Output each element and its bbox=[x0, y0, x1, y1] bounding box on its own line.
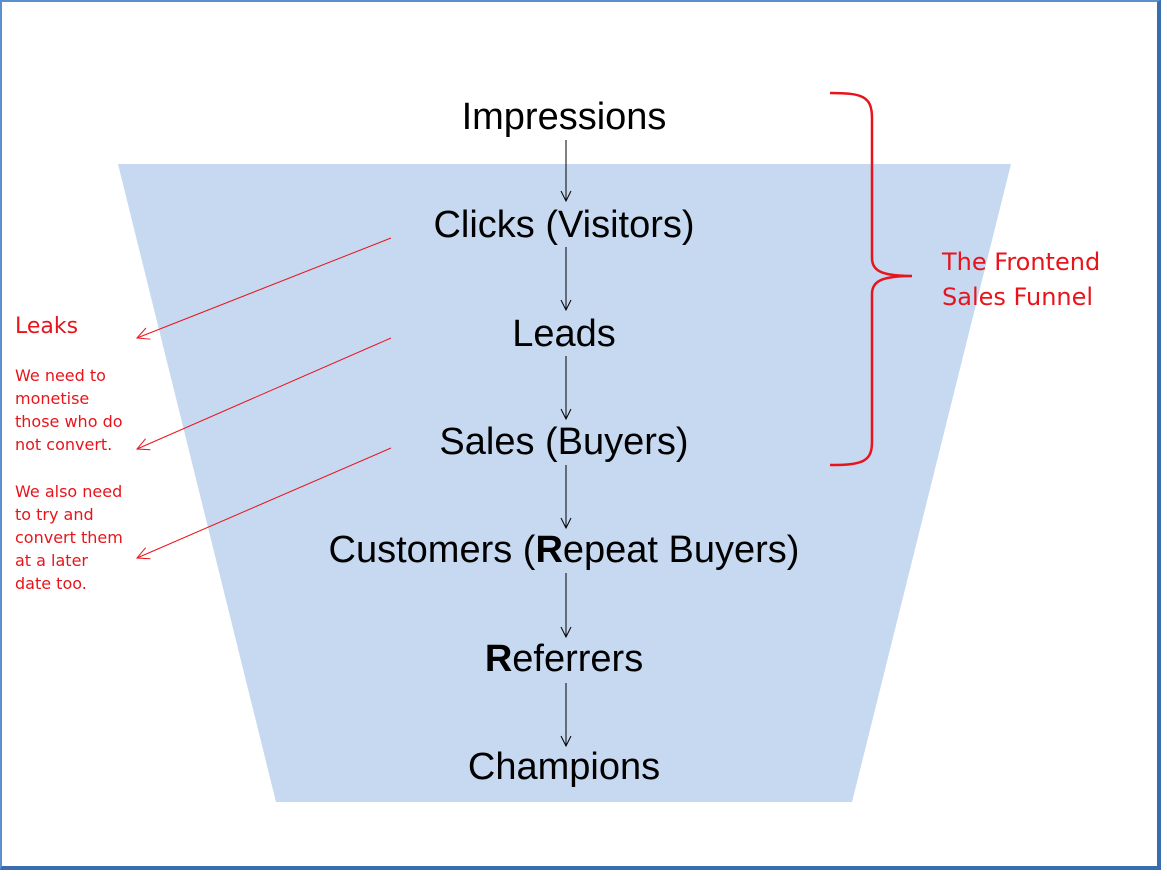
leaks-note1-line: not convert. bbox=[15, 435, 112, 454]
stage-customers: Customers (Repeat Buyers) bbox=[329, 529, 800, 571]
stage-referrers-suffix: eferrers bbox=[512, 638, 643, 680]
stage-referrers-bold-letter: R bbox=[485, 638, 512, 680]
leaks-note1-line: monetise bbox=[15, 389, 89, 408]
stage-labels: Impressions Clicks (Visitors) Leads Sale… bbox=[329, 96, 800, 788]
leaks-title: Leaks bbox=[15, 314, 78, 339]
stage-referrers: Referrers bbox=[485, 638, 643, 680]
leak-arrow-leads bbox=[137, 337, 392, 449]
leaks-note-convert-later: We also need to try and convert them at … bbox=[15, 482, 123, 593]
leaks-note-monetise: We need to monetise those who do not con… bbox=[15, 366, 123, 454]
leak-arrows bbox=[137, 237, 392, 558]
leak-arrow-sales bbox=[137, 447, 392, 558]
stage-customers-bold-letter: R bbox=[535, 529, 562, 571]
stage-clicks: Clicks (Visitors) bbox=[433, 204, 694, 246]
leaks-note2-line: We also need bbox=[15, 482, 122, 501]
frontend-label-line1: The Frontend bbox=[941, 248, 1100, 276]
stage-customers-suffix: epeat Buyers) bbox=[563, 529, 800, 571]
leak-arrow-clicks bbox=[137, 237, 392, 338]
frontend-label: The Frontend Sales Funnel bbox=[941, 248, 1100, 311]
stage-leads: Leads bbox=[512, 313, 616, 355]
stage-champions: Champions bbox=[468, 746, 660, 788]
frontend-brace bbox=[829, 91, 913, 467]
funnel-shape bbox=[118, 164, 1011, 802]
leaks-note2-line: to try and bbox=[15, 505, 94, 524]
leaks-note1-line: those who do bbox=[15, 412, 123, 431]
stage-customers-prefix: Customers ( bbox=[329, 529, 536, 571]
leaks-note2-line: convert them bbox=[15, 528, 123, 547]
stage-impressions: Impressions bbox=[462, 96, 667, 138]
leaks-note1-line: We need to bbox=[15, 366, 106, 385]
leaks-note2-line: date too. bbox=[15, 574, 87, 593]
frontend-label-line2: Sales Funnel bbox=[942, 283, 1093, 311]
leaks-note2-line: at a later bbox=[15, 551, 88, 570]
stage-sales: Sales (Buyers) bbox=[439, 421, 688, 463]
